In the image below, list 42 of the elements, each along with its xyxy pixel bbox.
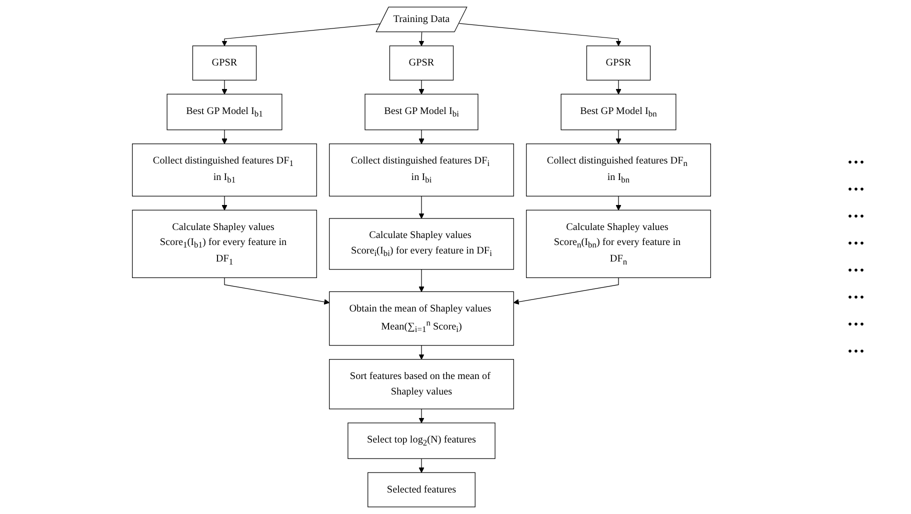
node-box: Collect distinguished features DF$_{1}$ in I$_{b1}$ [132, 144, 317, 196]
node-box: Selected features [368, 472, 476, 508]
arrow [222, 196, 228, 210]
node-box: Sort features based on the mean of Shapley values [329, 359, 514, 410]
node-box: Best GP Model I$_{b1}$ [166, 94, 282, 130]
ellipsis-mark: ··· [847, 233, 866, 254]
node-box: Obtain the mean of Shapley values Mean(∑$_{i=1}$$^{n}$ Score$_{i}$) [329, 291, 514, 346]
arrow [418, 408, 424, 424]
arrow [616, 196, 622, 210]
ellipsis-mark: ··· [847, 179, 866, 200]
arrow [222, 80, 228, 94]
node-box: Calculate Shapley values Score$_{1}$(I$_{b1}$) for every feature in DF$_{1}$ [132, 210, 317, 278]
ellipsis-mark: ··· [847, 152, 866, 173]
arrow [418, 130, 424, 144]
node-box: Collect distinguished features DF$_{n}$ in I$_{bn}$ [526, 144, 711, 196]
arrow [418, 80, 424, 94]
arrow [458, 23, 622, 46]
arrow [418, 345, 424, 360]
node-box: GPSR [586, 46, 651, 80]
ellipsis-mark: ··· [847, 260, 866, 281]
node-box: GPSR [389, 46, 454, 80]
arrow [418, 32, 424, 46]
node-box: Collect distinguished features DF$_{i}$ in I$_{bi}$ [329, 144, 514, 196]
arrow [222, 24, 381, 46]
ellipsis-mark: ··· [847, 314, 866, 335]
ellipsis-mark: ··· [847, 206, 866, 227]
node-box: Best GP Model I$_{bn}$ [560, 94, 676, 130]
node-box: Calculate Shapley values Score$_{i}$(I$_{bi}$) for every feature in DF$_{i}$ [329, 218, 514, 270]
arrow [616, 80, 622, 94]
node-box: GPSR [192, 46, 257, 80]
node-box: Select top log$_{2}$(N) features [348, 422, 496, 459]
node-box: Calculate Shapley values Score$_{n}$(I$_{bn}$) for every feature in DF$_{n}$ [526, 210, 711, 278]
ellipsis-mark: ··· [847, 341, 866, 362]
ellipsis-mark: ··· [847, 287, 866, 308]
arrow [616, 130, 622, 144]
node-box: Best GP Model I$_{bi}$ [364, 94, 478, 130]
arrow [222, 130, 228, 144]
arrow [513, 277, 619, 305]
arrow [418, 458, 424, 473]
arrow [418, 196, 424, 219]
arrow [224, 277, 330, 305]
arrow [418, 269, 424, 292]
